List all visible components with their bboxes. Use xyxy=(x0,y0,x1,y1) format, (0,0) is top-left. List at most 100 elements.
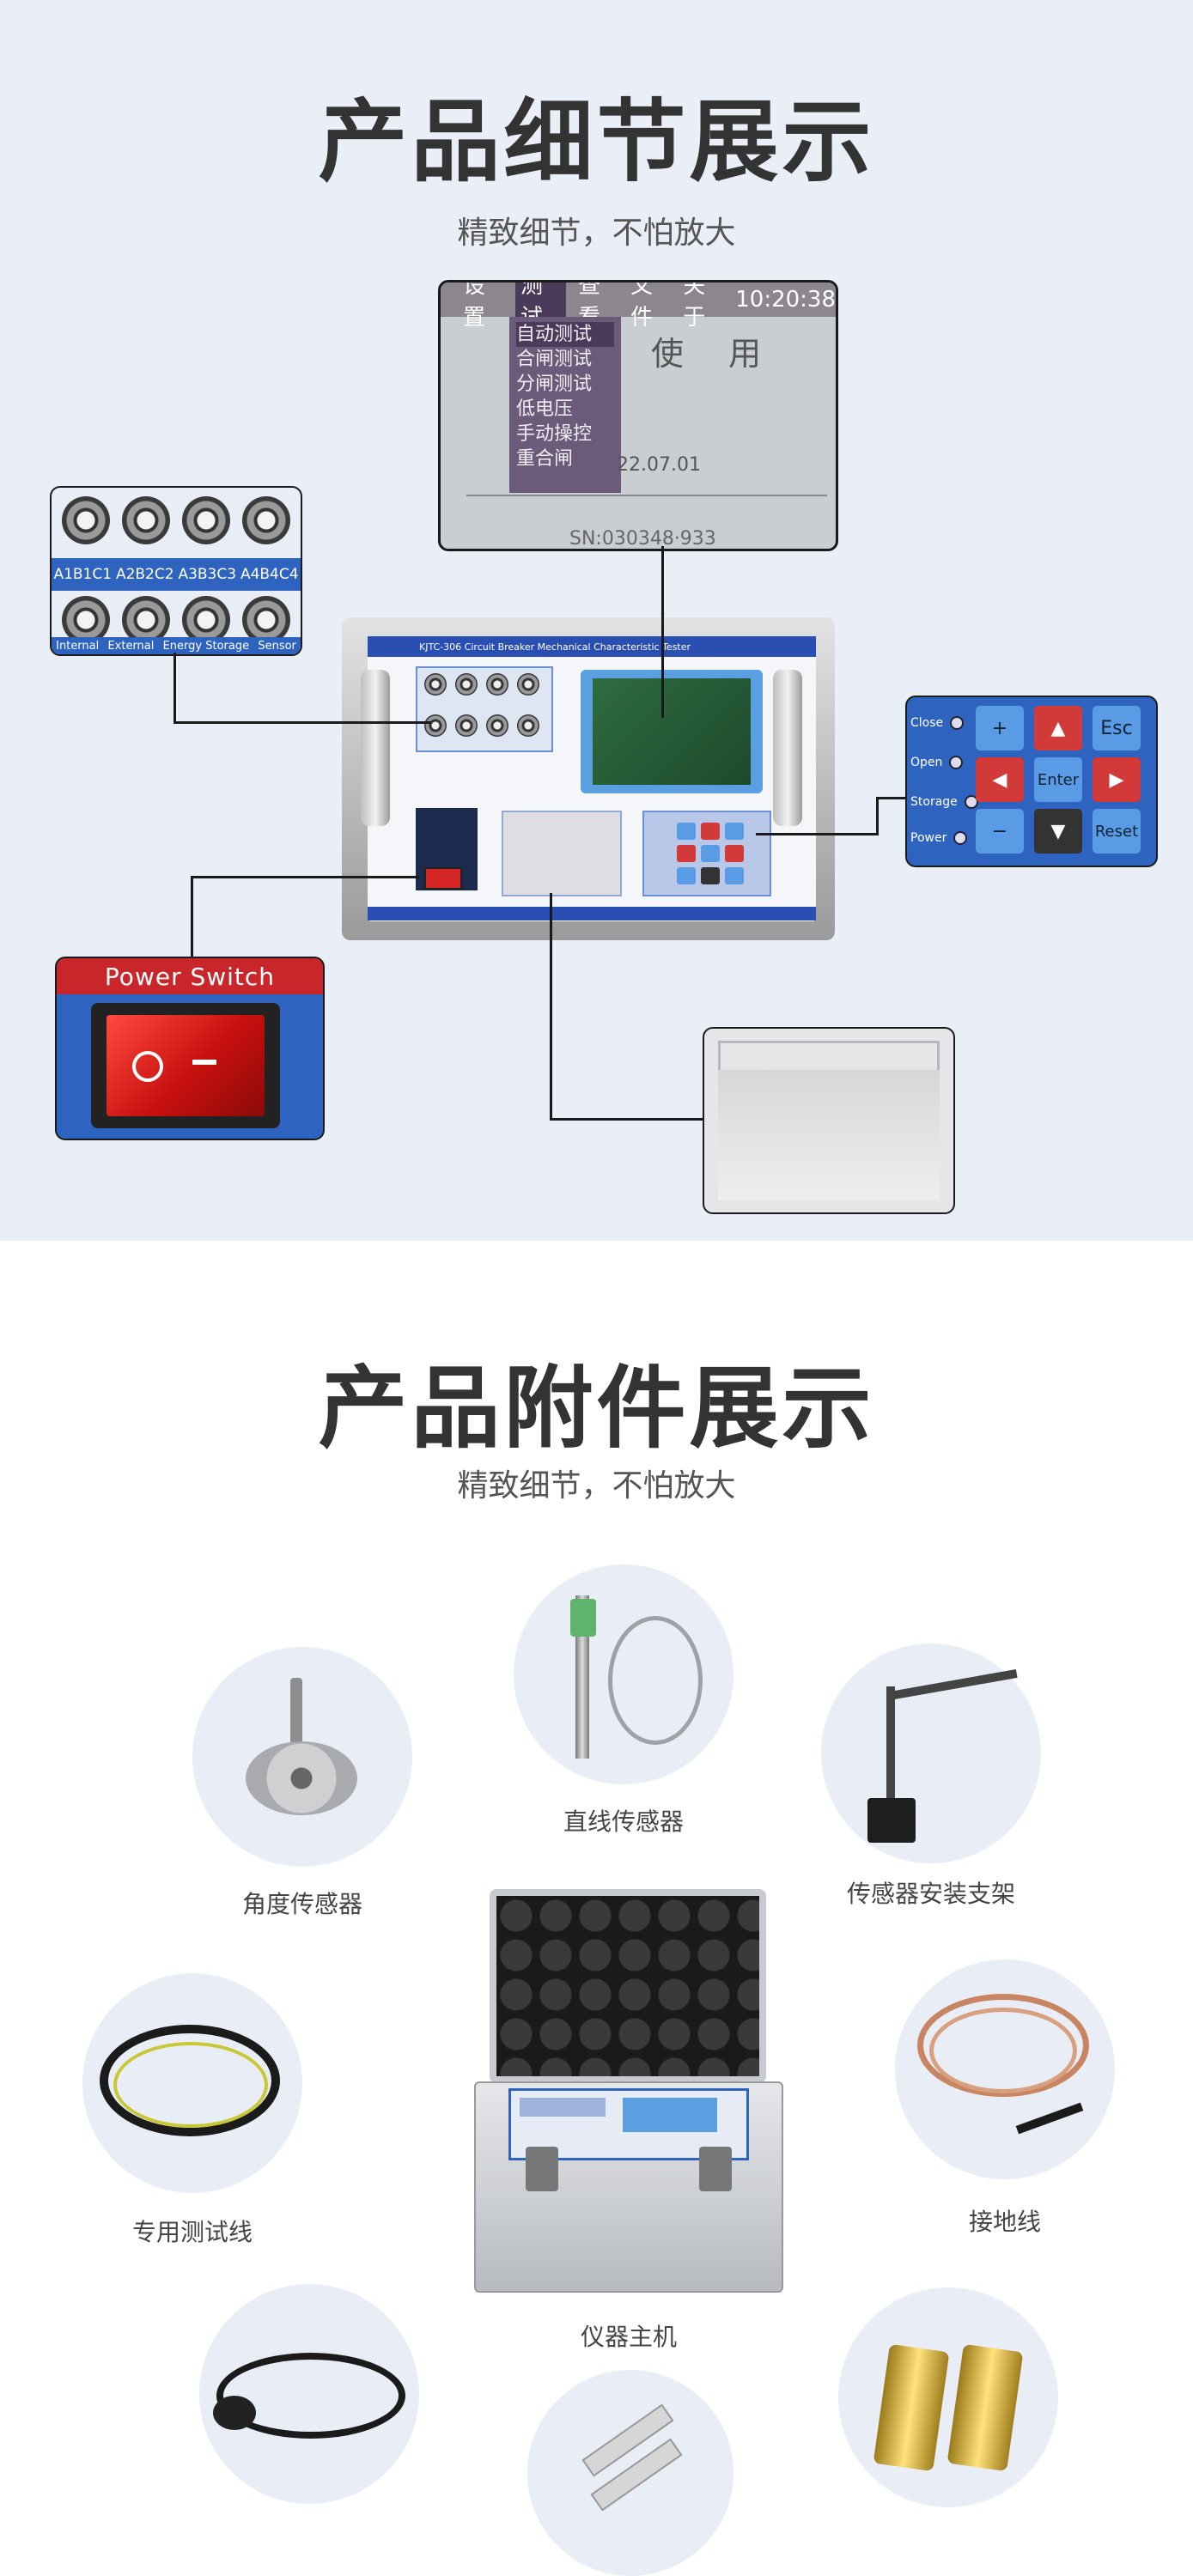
connector-icon xyxy=(62,596,110,644)
device-title: KJTC-306 Circuit Breaker Mechanical Char… xyxy=(368,636,816,657)
brass-cylinders-image xyxy=(838,2287,1058,2507)
leader-line xyxy=(661,546,664,718)
printer-callout xyxy=(703,1027,955,1214)
leader-line xyxy=(173,721,431,724)
connector-label: Energy Storage xyxy=(162,639,250,653)
lcd-date: 22.07.01 xyxy=(617,454,701,476)
product-detail-section: 产品细节展示 精致细节，不怕放大 设置 测试 查看 文件 关于 10:20:38… xyxy=(0,0,1193,1241)
lcd-menu-item: 设置 xyxy=(463,280,486,331)
device-printer xyxy=(502,811,622,896)
leader-line xyxy=(191,876,419,878)
power-switch-label: Power Switch xyxy=(57,958,323,994)
section-subtitle-details: 精致细节，不怕放大 xyxy=(457,216,736,251)
fuses-image xyxy=(527,2370,733,2576)
connector-icon xyxy=(424,673,447,696)
case-lid xyxy=(490,1889,766,2083)
latch-icon xyxy=(699,2147,732,2191)
power-cord-image xyxy=(199,2284,419,2504)
printer-cover xyxy=(718,1070,940,1200)
connector-icon xyxy=(517,714,539,737)
connector-icon xyxy=(455,714,478,737)
connector-label-band: A1B1C1 A2B2C2 A3B3C3 A4B4C4 xyxy=(52,558,301,591)
esc-key: Esc xyxy=(1093,706,1141,750)
led-icon xyxy=(949,756,964,769)
section-subtitle-accessories: 精致细节，不怕放大 xyxy=(457,1468,736,1504)
sensor-bracket-label: 传感器安装支架 xyxy=(846,1880,1015,1908)
connector-label: A1B1C1 xyxy=(53,566,113,583)
keypad-led: Open xyxy=(910,756,964,769)
led-icon xyxy=(950,716,965,730)
connector-icon xyxy=(182,496,230,544)
leader-line xyxy=(191,876,193,958)
up-key: ▲ xyxy=(1034,706,1082,750)
leader-line xyxy=(173,653,176,723)
connectors-callout: A1B1C1 A2B2C2 A3B3C3 A4B4C4 Internal Ext… xyxy=(50,486,302,656)
leader-line xyxy=(876,797,905,799)
ground-wire-image xyxy=(895,1959,1115,2179)
section-title-accessories: 产品附件展示 xyxy=(318,1356,875,1461)
off-symbol-icon xyxy=(132,1051,163,1082)
enter-key: Enter xyxy=(1034,757,1082,802)
down-key: ▼ xyxy=(1034,809,1082,854)
lcd-dropdown-item: 分闸测试 xyxy=(516,374,593,395)
connector-label: Internal xyxy=(56,639,100,653)
connector-label: Sensor xyxy=(258,639,296,653)
left-handle xyxy=(361,670,390,826)
leader-line xyxy=(756,833,879,835)
leader-line xyxy=(876,797,879,835)
lcd-screen-callout: 设置 测试 查看 文件 关于 10:20:38 自动测试 合闸测试 分闸测试 低… xyxy=(438,280,838,551)
power-switch-callout: Power Switch xyxy=(55,957,325,1140)
lcd-dropdown-item: 合闸测试 xyxy=(516,349,593,370)
lcd-dropdown-item: 手动操控 xyxy=(516,423,593,445)
linear-sensor-label: 直线传感器 xyxy=(563,1807,684,1836)
main-unit-label: 仪器主机 xyxy=(580,2323,677,2351)
leader-line xyxy=(550,893,552,1120)
device-rocker-icon xyxy=(424,867,462,890)
sensor-bracket-image xyxy=(821,1643,1041,1863)
led-icon xyxy=(964,795,978,809)
on-symbol-icon xyxy=(192,1060,216,1065)
lcd-dropdown-item: 自动测试 xyxy=(516,322,614,347)
connector-label: A4B4C4 xyxy=(240,566,299,583)
lcd-clock: 10:20:38 xyxy=(735,287,837,313)
device-connector-panel xyxy=(416,666,553,752)
lcd-dropdown-item: 重合闸 xyxy=(516,448,574,470)
device-keypad xyxy=(642,811,771,896)
test-leads-image xyxy=(82,1973,302,2193)
right-key: ▶ xyxy=(1093,757,1141,802)
connector-icon xyxy=(424,714,447,737)
lcd-serial: SN:030348·933 xyxy=(569,528,716,550)
connector-label: A3B3C3 xyxy=(178,566,237,583)
reset-key: Reset xyxy=(1093,809,1141,854)
keypad-led: Close xyxy=(910,716,965,730)
keypad-led: Power xyxy=(910,831,968,845)
test-leads-label: 专用测试线 xyxy=(131,2218,253,2246)
contrast-up-key: + xyxy=(976,706,1024,750)
device-footer xyxy=(368,907,816,920)
leader-line xyxy=(550,1118,704,1121)
connector-label: External xyxy=(107,639,155,653)
connector-icon xyxy=(242,496,290,544)
connector-icon xyxy=(62,496,110,544)
connector-icon xyxy=(122,596,170,644)
right-handle xyxy=(773,670,802,826)
lcd-dropdown-item: 低电压 xyxy=(516,398,574,420)
angle-sensor-image xyxy=(192,1647,412,1867)
led-icon xyxy=(953,831,968,845)
connector-label: A2B2C2 xyxy=(115,566,174,583)
lcd-menu-bar: 设置 测试 查看 文件 关于 10:20:38 xyxy=(441,283,837,331)
contrast-down-key: − xyxy=(976,809,1024,854)
connector-icon xyxy=(242,596,290,644)
main-unit-image xyxy=(474,1889,783,2293)
lcd-divider xyxy=(466,495,827,496)
connector-label-band-bottom: Internal External Energy Storage Sensor xyxy=(52,637,301,654)
connector-icon xyxy=(182,596,230,644)
lcd-big-text: 使 用 xyxy=(651,335,779,373)
device-screen xyxy=(593,678,751,785)
connector-icon xyxy=(517,673,539,696)
connector-icon xyxy=(122,496,170,544)
keypad-led: Storage xyxy=(910,795,978,809)
connector-icon xyxy=(455,673,478,696)
keypad-callout: Close Open Storage Power + ▲ Esc ◀ Enter… xyxy=(905,696,1158,867)
printer-slot xyxy=(718,1041,940,1072)
